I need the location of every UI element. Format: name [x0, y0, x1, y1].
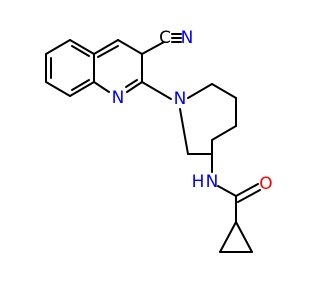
- piperidine-nitrogen-label: N: [174, 89, 187, 109]
- nitrile-bond: [141, 33, 182, 55]
- amide-hydrogen-label: H: [192, 172, 205, 192]
- nitrile-nitrogen-label: N: [181, 28, 194, 48]
- nitrile-carbon-label: C: [159, 28, 171, 48]
- pyridine-ring: [93, 39, 143, 93]
- cyclopropane-ring: [219, 221, 253, 253]
- molecule-diagram: C N N N N H O: [45, 28, 273, 253]
- amide-bonds: [211, 153, 261, 223]
- ring-link-bond: [141, 81, 172, 100]
- benzo-ring: [45, 39, 95, 97]
- piperidine-ring: [179, 83, 237, 155]
- quinoline-nitrogen-label: N: [112, 88, 125, 108]
- carbonyl-oxygen-label: O: [259, 174, 272, 194]
- molecule-structure: C N N N N H O: [45, 28, 273, 253]
- amide-nitrogen-label: N: [206, 172, 219, 192]
